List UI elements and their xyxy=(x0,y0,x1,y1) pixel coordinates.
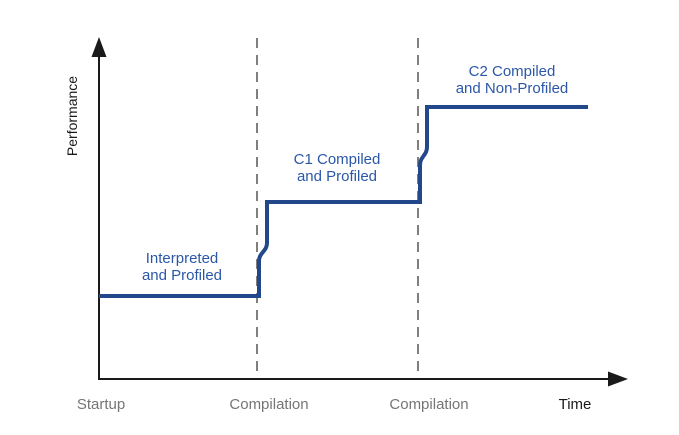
phase-label-c1-line1: C1 Compiled xyxy=(293,151,381,168)
phase-label-c2-line1: C2 Compiled xyxy=(468,63,556,80)
tick-label-startup: Startup xyxy=(76,396,126,413)
y-axis-label: Performance xyxy=(64,75,80,157)
x-axis-arrowhead-icon xyxy=(608,371,628,387)
y-axis-arrowhead-icon xyxy=(91,37,107,57)
phase-label-interpreted-line2: and Profiled xyxy=(141,267,223,284)
tick-label-compilation-2: Compilation xyxy=(389,396,469,413)
performance-step-curve xyxy=(99,105,588,298)
phase-label-interpreted-line1: Interpreted xyxy=(145,250,219,267)
phase-label-c1-line2: and Profiled xyxy=(296,168,378,185)
x-axis-label: Time xyxy=(558,396,592,413)
phase-label-c2-line2: and Non-Profiled xyxy=(455,80,569,97)
tick-label-compilation-1: Compilation xyxy=(229,396,309,413)
